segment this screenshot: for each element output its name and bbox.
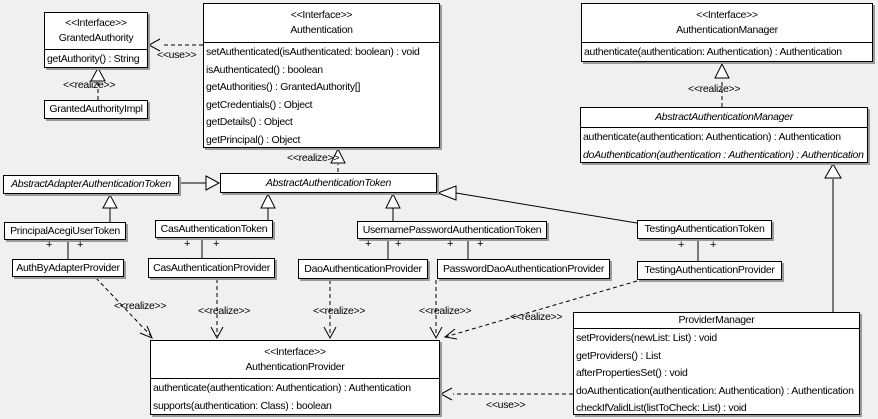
method: authenticate(authentication: Authenticat… bbox=[583, 131, 841, 143]
class-name: CasAuthenticationToken bbox=[160, 222, 268, 235]
method: supports(authentication: Class) : boolea… bbox=[153, 399, 332, 412]
class-dao-authentication-provider: DaoAuthenticationProvider bbox=[298, 259, 428, 279]
class-name: AuthByAdapterProvider bbox=[16, 261, 120, 274]
plus-mark: + bbox=[395, 238, 402, 250]
class-authentication-provider: <<Interface>> AuthenticationProvider aut… bbox=[150, 340, 440, 415]
method: setProviders(newList: List) : void bbox=[576, 332, 717, 344]
class-testing-authentication-token: TestingAuthenticationToken bbox=[637, 220, 772, 239]
method: authenticate(authentication: Authenticat… bbox=[584, 46, 842, 58]
class-header: ProviderManager bbox=[574, 313, 859, 329]
class-testing-authentication-provider: TestingAuthenticationProvider bbox=[637, 261, 782, 280]
class-abstract-adapter-authentication-token: AbstractAdapterAuthenticationToken bbox=[3, 175, 179, 194]
realize-label: <<realize>> bbox=[287, 152, 340, 164]
gen-provider-manager bbox=[824, 162, 842, 312]
class-authentication: <<Interface>> Authentication setAuthenti… bbox=[203, 3, 440, 148]
method: getDetails() : Object bbox=[206, 116, 293, 128]
class-name: UsernamePasswordAuthenticationToken bbox=[362, 223, 542, 236]
method: getCredentials() : Object bbox=[206, 98, 313, 111]
class-provider-manager: ProviderManager setProviders(newList: Li… bbox=[573, 312, 860, 415]
realize-label: <<realize>> bbox=[198, 305, 251, 317]
class-name: PasswordDaoAuthenticationProvider bbox=[442, 262, 605, 275]
stereotype: <<Interface>> bbox=[65, 17, 127, 29]
method-list: authenticate(authentication: Authenticat… bbox=[151, 379, 439, 414]
method: authenticate(authentication: Authenticat… bbox=[153, 382, 411, 394]
class-name: Authentication bbox=[290, 24, 353, 36]
class-authentication-manager: <<Interface>> AuthenticationManager auth… bbox=[581, 3, 873, 62]
class-name: DaoAuthenticationProvider bbox=[304, 262, 422, 275]
class-name: GrantedAuthority bbox=[58, 32, 134, 44]
gen-principal-acegi-user-token bbox=[102, 193, 118, 222]
plus-mark: + bbox=[477, 238, 484, 250]
method: afterPropertiesSet() : void bbox=[576, 367, 688, 379]
realize-label: <<realize>> bbox=[63, 79, 116, 91]
method: getPrincipal() : Object bbox=[206, 133, 301, 146]
method: getAuthority() : String bbox=[47, 53, 140, 65]
method: getAuthorities() : GrantedAuthority[] bbox=[206, 81, 361, 93]
class-name: GrantedAuthorityImpl bbox=[49, 103, 143, 115]
stereotype: <<Interface>> bbox=[264, 345, 326, 358]
method: isAuthenticated() : boolean bbox=[206, 63, 323, 76]
method: doAuthentication(authentication: Authent… bbox=[576, 384, 854, 397]
stereotype: <<Interface>> bbox=[290, 9, 353, 21]
realize-label: <<realize>> bbox=[688, 83, 741, 95]
gen-username-password-token bbox=[385, 192, 401, 221]
class-name: TestingAuthenticationToken bbox=[644, 223, 765, 235]
realize-label: <<realize>> bbox=[510, 311, 563, 323]
class-name: PrincipalAcegiUserToken bbox=[10, 224, 120, 237]
class-principal-acegi-user-token: PrincipalAcegiUserToken bbox=[4, 222, 126, 240]
realize-label: <<realize>> bbox=[313, 305, 366, 317]
plus-mark: + bbox=[46, 239, 53, 251]
method-list: setAuthenticated(isAuthenticated: boolea… bbox=[204, 43, 439, 147]
class-abstract-authentication-manager: AbstractAuthenticationManager authentica… bbox=[580, 107, 868, 163]
class-name: AbstractAuthenticationToken bbox=[265, 176, 392, 189]
class-header: AbstractAuthenticationManager bbox=[581, 108, 867, 128]
method-list: getAuthority() : String bbox=[45, 50, 147, 67]
class-name: AuthenticationManager bbox=[676, 24, 778, 36]
gen-cas-authentication-token bbox=[260, 192, 276, 220]
class-auth-by-adapter-provider: AuthByAdapterProvider bbox=[12, 259, 124, 277]
class-name: AbstractAuthenticationManager bbox=[655, 111, 793, 123]
plus-mark: + bbox=[365, 238, 372, 250]
stereotype: <<Interface>> bbox=[696, 9, 758, 21]
class-header: <<Interface>> Authentication bbox=[204, 4, 439, 43]
gen-abstract-adapter-token bbox=[179, 175, 221, 191]
class-cas-authentication-provider: CasAuthenticationProvider bbox=[148, 258, 275, 278]
plus-mark: + bbox=[77, 239, 84, 251]
plus-mark: + bbox=[213, 238, 220, 250]
class-granted-authority: <<Interface>> GrantedAuthority getAuthor… bbox=[44, 12, 148, 68]
method: doAuthentication(authentication : Authen… bbox=[583, 148, 864, 161]
gen-testing-authentication-token bbox=[436, 185, 638, 224]
class-granted-authority-impl: GrantedAuthorityImpl bbox=[44, 100, 148, 119]
plus-mark: + bbox=[678, 239, 685, 251]
method-list: authenticate(authentication: Authenticat… bbox=[582, 43, 872, 61]
class-header: <<Interface>> AuthenticationProvider bbox=[151, 341, 439, 379]
class-name: AbstractAdapterAuthenticationToken bbox=[11, 178, 171, 190]
class-name: TestingAuthenticationProvider bbox=[644, 264, 775, 276]
method-list: setProviders(newList: List) : void getPr… bbox=[574, 329, 859, 414]
plus-mark: + bbox=[184, 238, 191, 250]
class-header: <<Interface>> AuthenticationManager bbox=[582, 4, 872, 43]
use-label: <<use>> bbox=[157, 49, 197, 61]
method: checkIfValidList(listToCheck: List) : vo… bbox=[576, 402, 747, 414]
class-cas-authentication-token: CasAuthenticationToken bbox=[155, 220, 273, 238]
method-list: authenticate(authentication: Authenticat… bbox=[581, 128, 867, 162]
class-password-dao-authentication-provider: PasswordDaoAuthenticationProvider bbox=[437, 259, 610, 279]
class-header: <<Interface>> GrantedAuthority bbox=[45, 13, 147, 50]
realize-label: <<realize>> bbox=[114, 300, 167, 312]
method: getProviders() : List bbox=[576, 349, 661, 362]
class-abstract-authentication-token: AbstractAuthenticationToken bbox=[220, 173, 437, 193]
class-username-password-authentication-token: UsernamePasswordAuthenticationToken bbox=[357, 221, 547, 239]
plus-mark: + bbox=[710, 239, 717, 251]
class-name: CasAuthenticationProvider bbox=[153, 261, 270, 274]
class-name: ProviderManager bbox=[678, 314, 755, 326]
class-name: AuthenticationProvider bbox=[245, 360, 345, 373]
realize-label: <<realize>> bbox=[419, 305, 472, 317]
method: setAuthenticated(isAuthenticated: boolea… bbox=[206, 46, 420, 58]
use-label: <<use>> bbox=[486, 399, 526, 411]
plus-mark: + bbox=[447, 238, 454, 250]
